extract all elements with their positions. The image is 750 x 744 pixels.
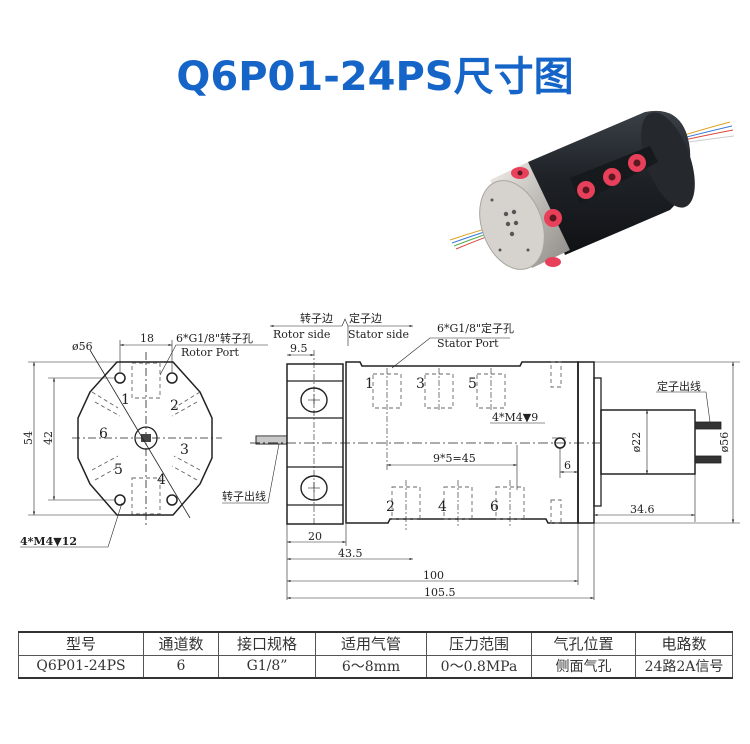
header-channels: 通道数 [143, 631, 219, 656]
stator-port-cn-label: 6*G1/8"定子孔 [437, 321, 514, 335]
header-port-position: 气孔位置 [531, 631, 636, 656]
end-port-2: 2 [170, 398, 179, 414]
side-view [222, 318, 740, 600]
flange-holes [490, 198, 530, 252]
side-view-labels: 转子边 定子边 Rotor side Stator side 6*G1/8"定子… [222, 311, 731, 599]
end-port-6: 6 [99, 426, 108, 442]
header-pressure-range: 压力范围 [426, 631, 532, 656]
cell-circuits: 24路2A信号 [635, 654, 733, 679]
dim-105-5: 105.5 [424, 586, 456, 599]
dim-phi56: ø56 [718, 432, 731, 453]
cell-channels: 6 [143, 654, 219, 679]
dim-18: 18 [140, 332, 154, 345]
rotor-port-cn-label: 6*G1/8"转子孔 [176, 331, 253, 345]
dim-100: 100 [423, 569, 444, 582]
spec-table-header-row: 型号 通道数 接口规格 适用气管 压力范围 气孔位置 电路数 [18, 631, 733, 656]
end-view [20, 340, 268, 548]
stator-port-en-label: Stator Port [437, 337, 499, 350]
header-port-spec: 接口规格 [218, 631, 316, 656]
cell-port-spec: G1/8” [218, 654, 316, 679]
side-port-5: 5 [468, 376, 477, 392]
end-mount-label: 4*M4▼12 [20, 535, 77, 548]
cell-tube-size: 6～8mm [315, 654, 427, 679]
cell-port-position: 侧面气孔 [531, 654, 636, 679]
stator-side-en: Stator side [348, 328, 409, 341]
page-title: Q6P01-24PS尺寸图 [176, 54, 574, 100]
header-tube-size: 适用气管 [315, 631, 427, 656]
dim-20: 20 [308, 530, 322, 543]
rotor-port-en-label: Rotor Port [181, 346, 240, 359]
dim-pitch: 9*5=45 [433, 452, 476, 465]
flange-port-fittings [511, 167, 562, 267]
body-port-fittings [577, 154, 646, 199]
dim-42: 42 [42, 431, 55, 445]
side-port-3: 3 [416, 376, 425, 392]
end-dia-label: ø56 [72, 340, 93, 353]
side-mount-label: 4*M4▼9 [492, 411, 538, 424]
dim-9-5: 9.5 [290, 342, 308, 355]
side-port-4: 4 [438, 499, 447, 515]
dim-34-6: 34.6 [630, 503, 655, 516]
end-view-labels: ø56 18 54 42 6*G1/8"转子孔 Rotor Port 4*M4▼… [20, 331, 253, 548]
rotor-side-en: Rotor side [273, 328, 330, 341]
table-row: Q6P01-24PS 6 G1/8” 6～8mm 0～0.8MPa 侧面气孔 2… [18, 654, 733, 679]
dim-43-5: 43.5 [338, 547, 363, 560]
header-circuits: 电路数 [635, 631, 733, 656]
product-photo [449, 110, 735, 270]
end-port-3: 3 [180, 442, 189, 458]
rotor-wire-label: 转子出线 [222, 489, 266, 503]
spec-table: 型号 通道数 接口规格 适用气管 压力范围 气孔位置 电路数 Q6P01-24P… [18, 631, 733, 679]
stator-wire-label: 定子出线 [657, 379, 701, 393]
dim-6: 6 [564, 459, 571, 472]
header-model: 型号 [18, 631, 144, 656]
stator-side-cn: 定子边 [349, 311, 382, 325]
side-port-2: 2 [386, 499, 395, 515]
cell-pressure-range: 0～0.8MPa [426, 654, 532, 679]
dim-phi22: ø22 [630, 432, 643, 453]
end-port-1: 1 [121, 392, 130, 408]
cell-model: Q6P01-24PS [18, 654, 144, 679]
dim-54: 54 [22, 431, 35, 445]
dimension-drawing: ø56 18 54 42 6*G1/8"转子孔 Rotor Port 4*M4▼… [20, 311, 740, 600]
rotor-side-cn: 转子边 [300, 311, 333, 325]
side-port-6: 6 [490, 499, 499, 515]
end-port-5: 5 [114, 462, 123, 478]
side-port-1: 1 [365, 376, 374, 392]
end-port-4: 4 [157, 472, 166, 488]
